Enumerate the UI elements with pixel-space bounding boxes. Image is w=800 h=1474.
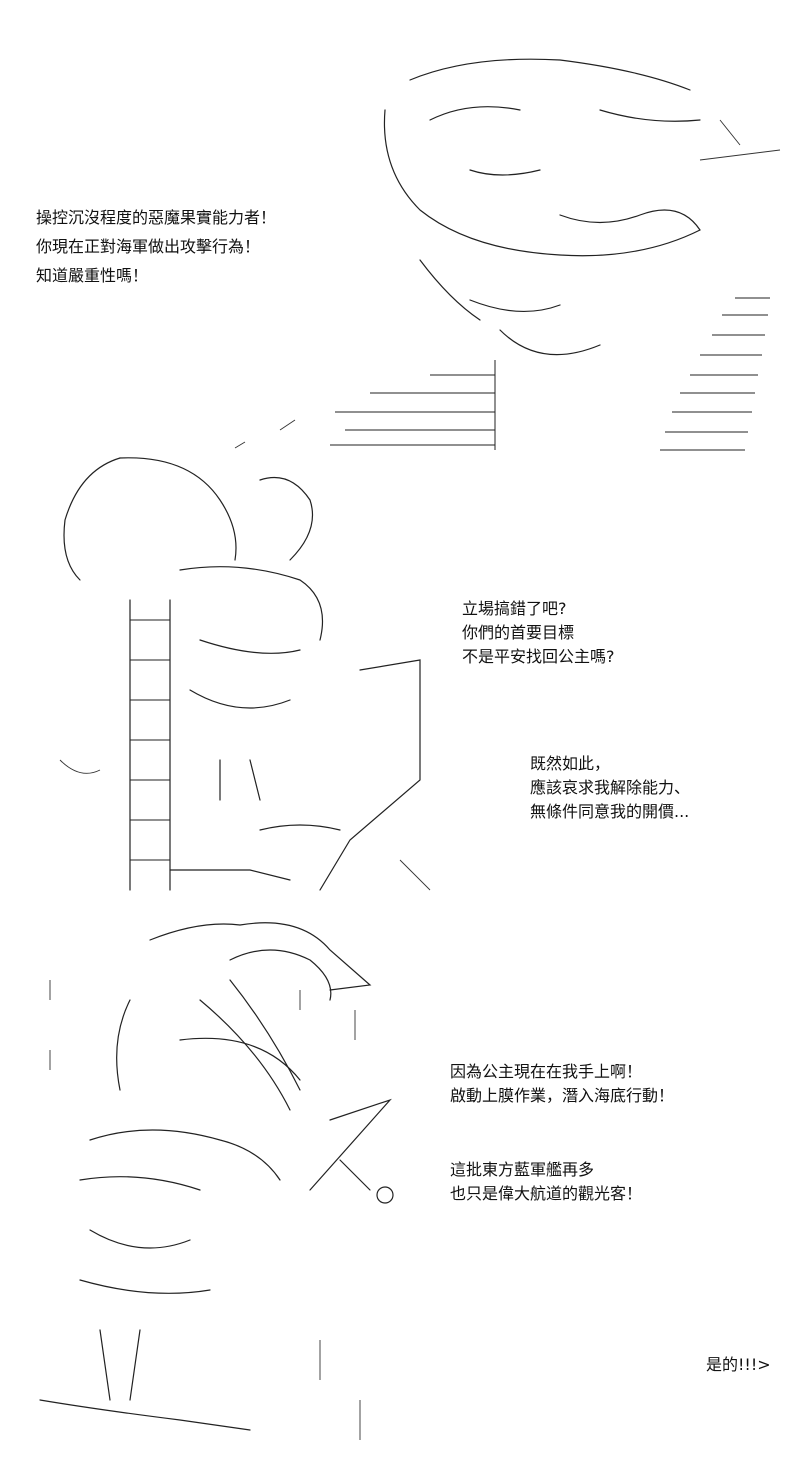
panel3-dialogue-b: 這批東方藍軍艦再多 也只是偉大航道的觀光客！ [450,1158,642,1206]
dialogue-line: 啟動上膜作業，潛入海底行動！ [450,1086,675,1105]
panel3-figure [39,922,394,1440]
dialogue-line: 是的!!!> [706,1355,771,1374]
panel2-dialogue-b: 既然如此， 應該哀求我解除能力、 無條件同意我的開價... [530,752,690,824]
panel1-figure [234,58,781,451]
dialogue-line: 應該哀求我解除能力、 [530,778,691,797]
panel2-dialogue-a: 立場搞錯了吧? 你們的首要目標 不是平安找回公主嗎? [462,597,615,669]
dialogue-line: 知道嚴重性嗎！ [36,266,149,285]
dialogue-line: 不是平安找回公主嗎? [462,647,615,666]
dialogue-line: 立場搞錯了吧? [462,599,567,618]
dialogue-line: 操控沉沒程度的惡魔果實能力者！ [36,208,277,227]
dialogue-line: 你們的首要目標 [462,623,575,642]
dialogue-line: 你現在正對海軍做出攻擊行為！ [36,237,261,256]
panel1-dialogue: 操控沉沒程度的惡魔果實能力者！ 你現在正對海軍做出攻擊行為！ 知道嚴重性嗎！ [36,203,276,290]
panel2-figure [59,457,431,891]
dialogue-line: 也只是偉大航道的觀光客！ [450,1184,643,1203]
dialogue-line: 這批東方藍軍艦再多 [450,1160,595,1179]
panel3-dialogue-a: 因為公主現在在我手上啊！ 啟動上膜作業，潛入海底行動！ [450,1060,674,1108]
dialogue-line: 既然如此， [530,754,611,773]
dialogue-line: 因為公主現在在我手上啊！ [450,1062,643,1081]
panel3-dialogue-c: 是的!!!> [706,1351,771,1378]
dialogue-line: 無條件同意我的開價... [530,802,690,821]
